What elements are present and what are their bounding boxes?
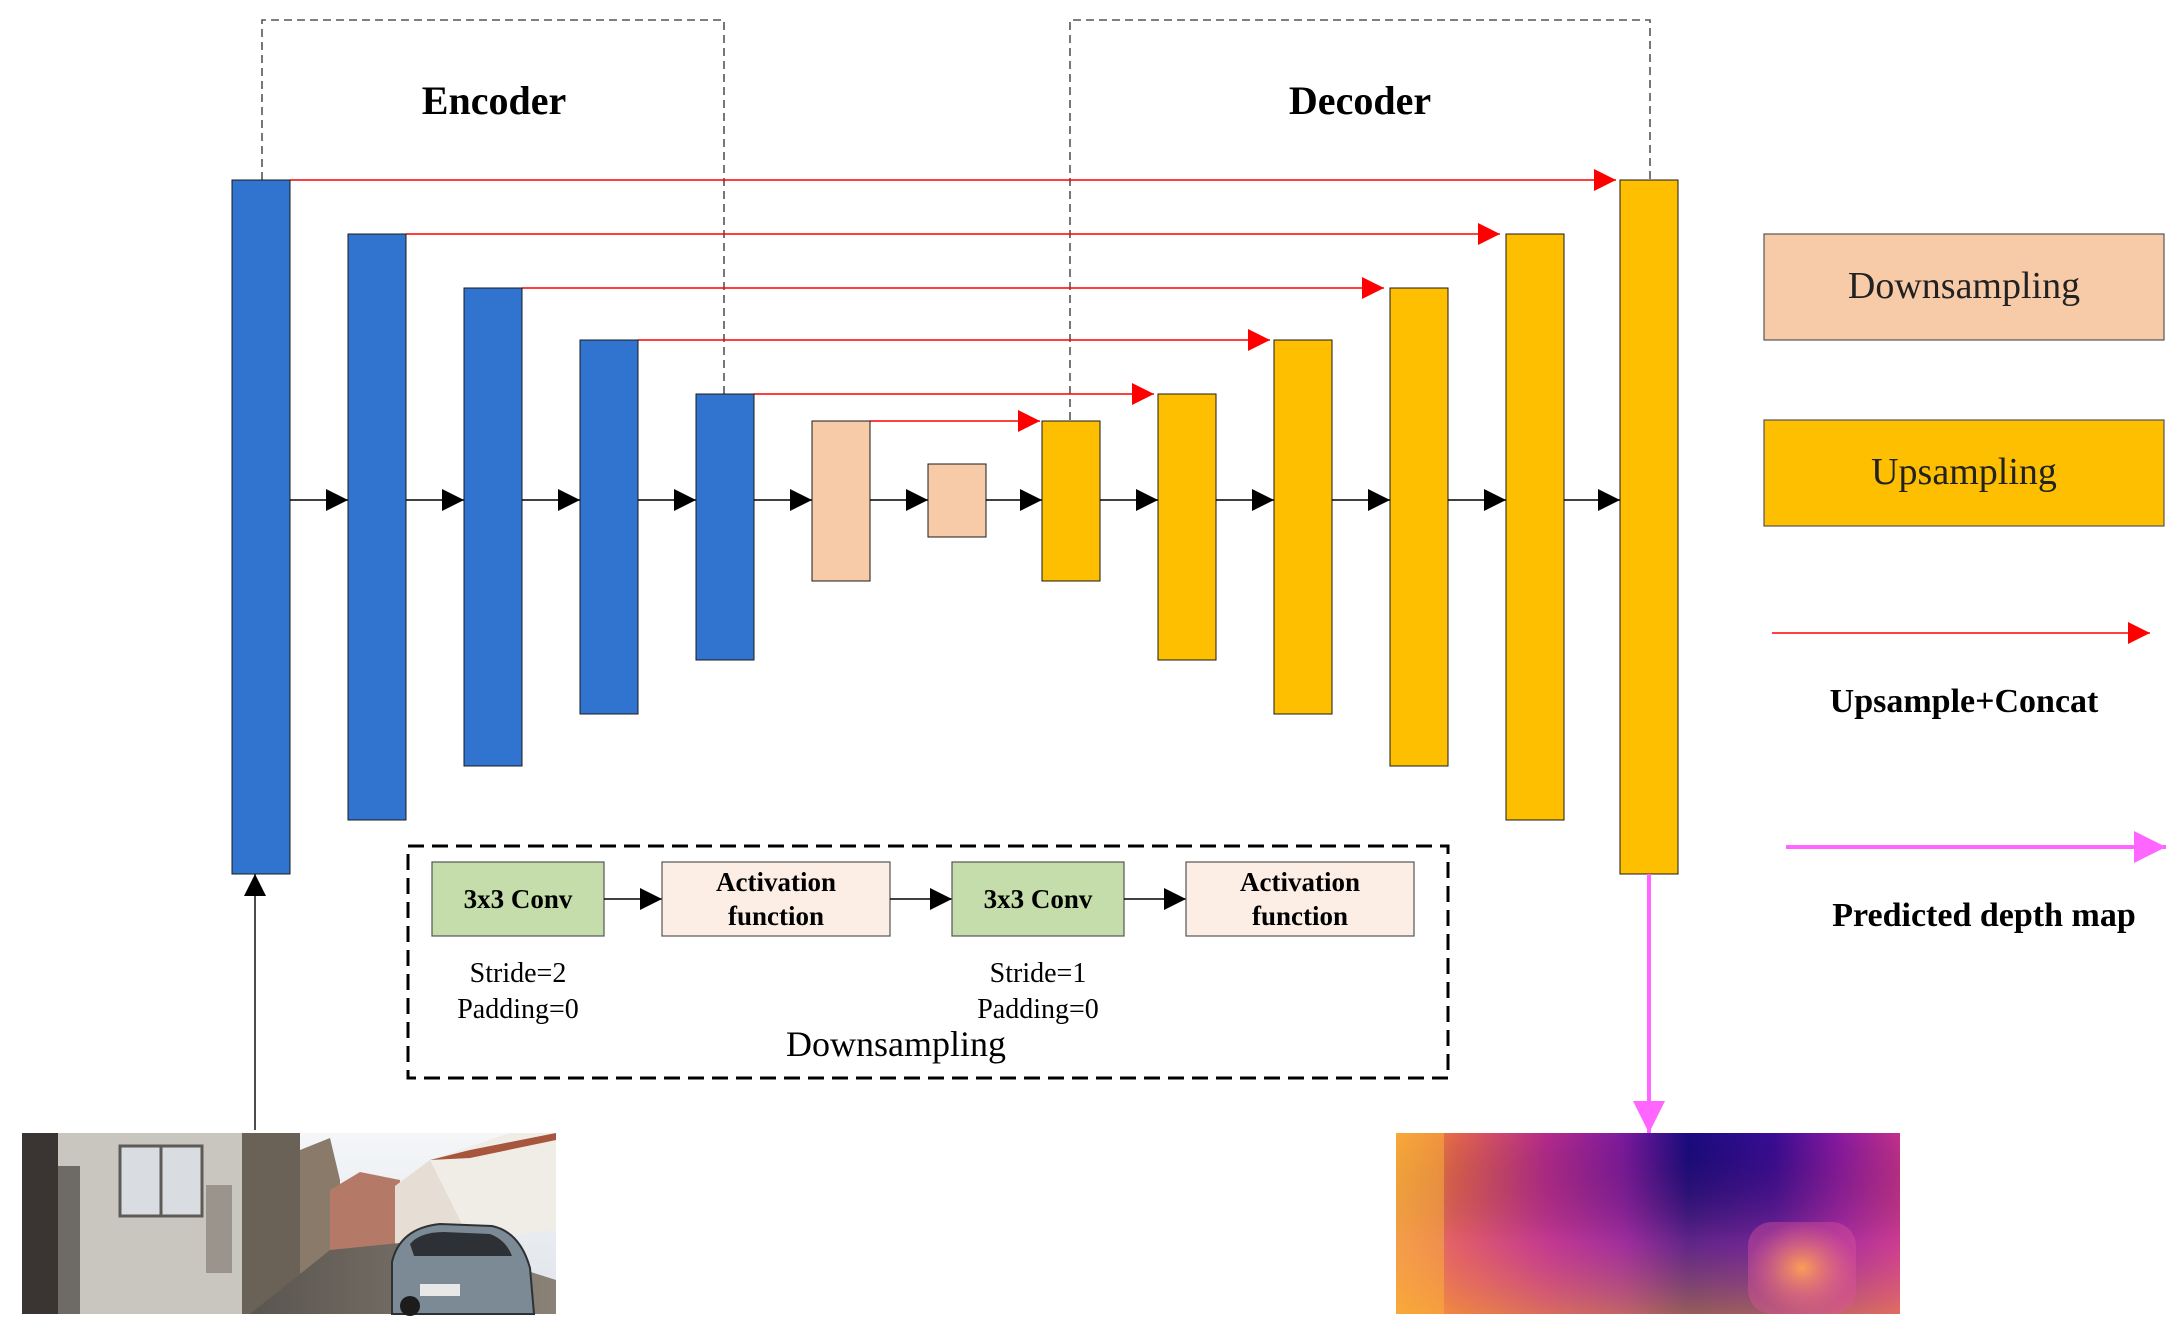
decoder-block-3 — [1273, 339, 1333, 715]
encoder-block-1 — [231, 179, 291, 875]
downsampling-block-1 — [811, 420, 871, 582]
legend-downsampling-label: Downsampling — [1848, 265, 2080, 307]
skip-connections — [290, 169, 1616, 432]
decoder-title: Decoder — [1289, 78, 1431, 123]
decoder-block-5 — [1505, 233, 1565, 821]
decoder-block-1 — [1041, 420, 1101, 582]
conv-block-2-label: 3x3 Conv — [984, 884, 1093, 914]
downsampling-block-2 — [927, 463, 987, 538]
output-depth-map — [1396, 1133, 1900, 1314]
decoder-title-bracket — [1069, 19, 1651, 420]
activation-block-2 — [1185, 861, 1415, 937]
encoder-block-5 — [695, 393, 755, 661]
conv2-padding-label: Padding=0 — [977, 994, 1099, 1025]
encoder-blocks — [231, 179, 755, 875]
legend-upsampling-label: Upsampling — [1871, 451, 2057, 493]
activation-block-2-label-line2: function — [1252, 901, 1348, 931]
conv-block-1 — [431, 861, 605, 937]
conv1-stride-label: Stride=2 — [470, 958, 567, 989]
encoder-title-bracket — [261, 19, 725, 394]
bottleneck-blocks — [811, 420, 987, 582]
decoder-blocks — [1041, 179, 1679, 875]
legend: Downsampling Upsampling Upsample+Concat … — [1763, 233, 2166, 934]
downsampling-detail-panel: 3x3 Conv Activation function 3x3 Conv Ac… — [406, 844, 1450, 1080]
detail-panel-caption: Downsampling — [786, 1024, 1006, 1064]
conv1-padding-label: Padding=0 — [457, 994, 579, 1025]
decoder-block-4 — [1389, 287, 1449, 767]
encoder-block-2 — [347, 233, 407, 821]
conv2-stride-label: Stride=1 — [990, 958, 1087, 989]
conv-block-2 — [951, 861, 1125, 937]
decoder-block-6 — [1619, 179, 1679, 875]
decoder-block-2 — [1157, 393, 1217, 661]
conv-block-1-label: 3x3 Conv — [464, 884, 573, 914]
input-street-photo — [22, 1133, 556, 1316]
encoder-block-3 — [463, 287, 523, 767]
legend-upsampling-swatch — [1763, 419, 2165, 527]
legend-upsample-concat-label: Upsample+Concat — [1830, 683, 2099, 720]
encoder-title: Encoder — [422, 78, 566, 123]
encoder-block-4 — [579, 339, 639, 715]
detail-panel-border — [406, 844, 1450, 1080]
activation-block-1 — [661, 861, 891, 937]
activation-block-1-label-line2: function — [728, 901, 824, 931]
legend-downsampling-swatch — [1763, 233, 2165, 341]
activation-block-2-label-line1: Activation — [1240, 867, 1360, 897]
activation-block-1-label-line1: Activation — [716, 867, 836, 897]
legend-predicted-depth-label: Predicted depth map — [1832, 897, 2135, 934]
